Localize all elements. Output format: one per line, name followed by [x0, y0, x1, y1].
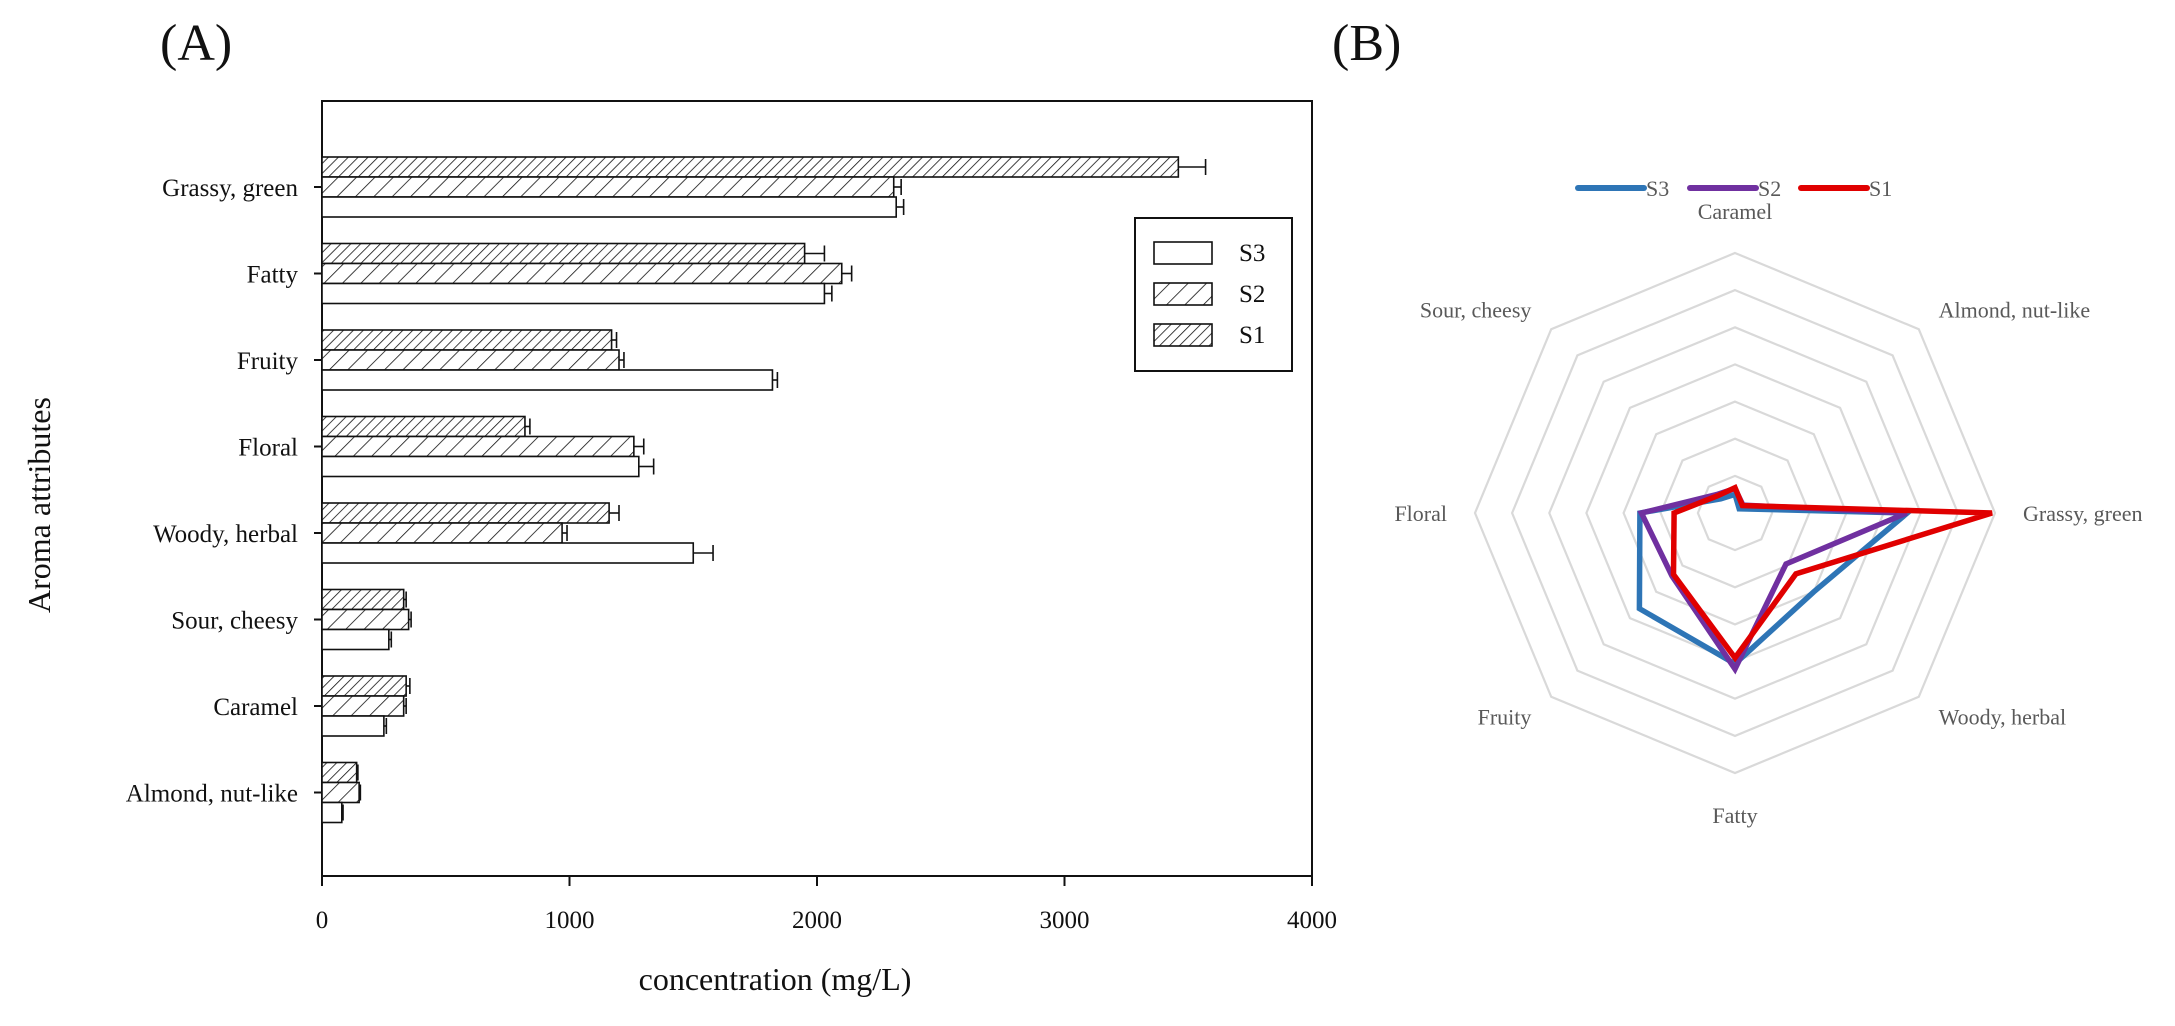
- radar-axis-label-caramel: Caramel: [1698, 199, 1773, 224]
- bar-s3-fruity: [321, 369, 774, 391]
- bar-s2-fatty: [321, 262, 843, 285]
- bar-s3-woody-herbal: [321, 542, 695, 564]
- bar-s3-fatty: [321, 282, 826, 305]
- bar-s2-floral: [321, 435, 635, 458]
- x-tick-label: 3000: [1040, 907, 1090, 934]
- radar-axis-label-woody-herbal: Woody, herbal: [1939, 705, 2067, 730]
- bar-s2-fruity: [321, 349, 620, 371]
- x-axis-title: concentration (mg/L): [639, 961, 912, 997]
- radar-legend-label-s2: S2: [1758, 176, 1781, 201]
- category-label-caramel: Caramel: [213, 694, 298, 721]
- legend-label-s2: S2: [1239, 281, 1265, 308]
- category-label-almond-nut-like: Almond, nut-like: [126, 781, 298, 808]
- radar-ring: [1473, 251, 1997, 775]
- legend-swatch-s1: [1153, 323, 1213, 347]
- bar-s1-floral: [321, 415, 526, 438]
- category-label-grassy-green: Grassy, green: [162, 175, 298, 202]
- radar-axis-label-fruity: Fruity: [1478, 705, 1532, 730]
- bar-s1-caramel: [321, 675, 407, 697]
- category-label-fatty: Fatty: [247, 262, 299, 289]
- radar-legend-label-s3: S3: [1646, 176, 1669, 201]
- x-tick-label: 0: [316, 907, 329, 934]
- bar-s1-fatty: [321, 242, 806, 265]
- radar-series: [1636, 484, 1993, 675]
- category-label-fruity: Fruity: [237, 348, 299, 375]
- bar-s1-woody-herbal: [321, 502, 610, 524]
- bar-s3-grassy-green: [321, 196, 898, 218]
- bar-s3-sour-cheesy: [321, 628, 390, 651]
- category-label-sour-cheesy: Sour, cheesy: [171, 608, 298, 635]
- x-tick-label: 1000: [545, 907, 595, 934]
- bars-group: [321, 156, 1207, 824]
- radar-ring: [1510, 288, 1960, 738]
- radar-axis-label-floral: Floral: [1394, 501, 1447, 526]
- bar-s2-almond-nut-like: [321, 781, 360, 804]
- radar-axis-label-almond-nut-like: Almond, nut-like: [1939, 297, 2091, 322]
- radar-legend-label-s1: S1: [1869, 176, 1892, 201]
- bar-s1-fruity: [321, 329, 613, 351]
- radar-axis-label-grassy-green: Grassy, green: [2023, 501, 2143, 526]
- panel-label-a: (A): [160, 15, 232, 72]
- x-tick-label: 4000: [1287, 907, 1337, 934]
- bar-s2-woody-herbal: [321, 522, 563, 544]
- radar-ring: [1548, 326, 1922, 700]
- bar-s2-sour-cheesy: [321, 608, 410, 631]
- bar-s2-caramel: [321, 695, 405, 717]
- category-label-floral: Floral: [238, 435, 298, 462]
- legend-swatch-s3: [1153, 241, 1213, 265]
- bar-chart-panel-a: (A) 0 1000 2000 3000 4000 Grassy, greenFatty…: [21, 15, 1337, 997]
- bar-s1-almond-nut-like: [321, 761, 358, 784]
- radar-axis-label-fatty: Fatty: [1712, 803, 1757, 828]
- bar-s2-grassy-green: [321, 176, 895, 198]
- radar-ring: [1622, 400, 1848, 626]
- x-axis: 0 1000 2000 3000 4000: [316, 876, 1337, 934]
- y-axis-title: Aroma attributes: [21, 397, 57, 613]
- panel-label-b: (B): [1332, 15, 1401, 72]
- bar-s3-floral: [321, 455, 640, 478]
- radar-series-s1: [1670, 484, 1993, 663]
- radar-legend: S3 S2 S1: [1575, 176, 1892, 201]
- legend-swatch-s2: [1153, 282, 1213, 306]
- bar-s1-grassy-green: [321, 156, 1180, 178]
- bar-s3-almond-nut-like: [321, 801, 343, 824]
- bar-s3-caramel: [321, 715, 385, 737]
- radar-axis-label-sour-cheesy: Sour, cheesy: [1420, 297, 1532, 322]
- bar-s1-sour-cheesy: [321, 588, 405, 611]
- legend-label-s1: S1: [1239, 322, 1265, 349]
- legend-label-s3: S3: [1239, 240, 1265, 267]
- x-tick-label: 2000: [792, 907, 842, 934]
- radar-ring: [1659, 437, 1811, 589]
- category-label-woody-herbal: Woody, herbal: [153, 521, 298, 548]
